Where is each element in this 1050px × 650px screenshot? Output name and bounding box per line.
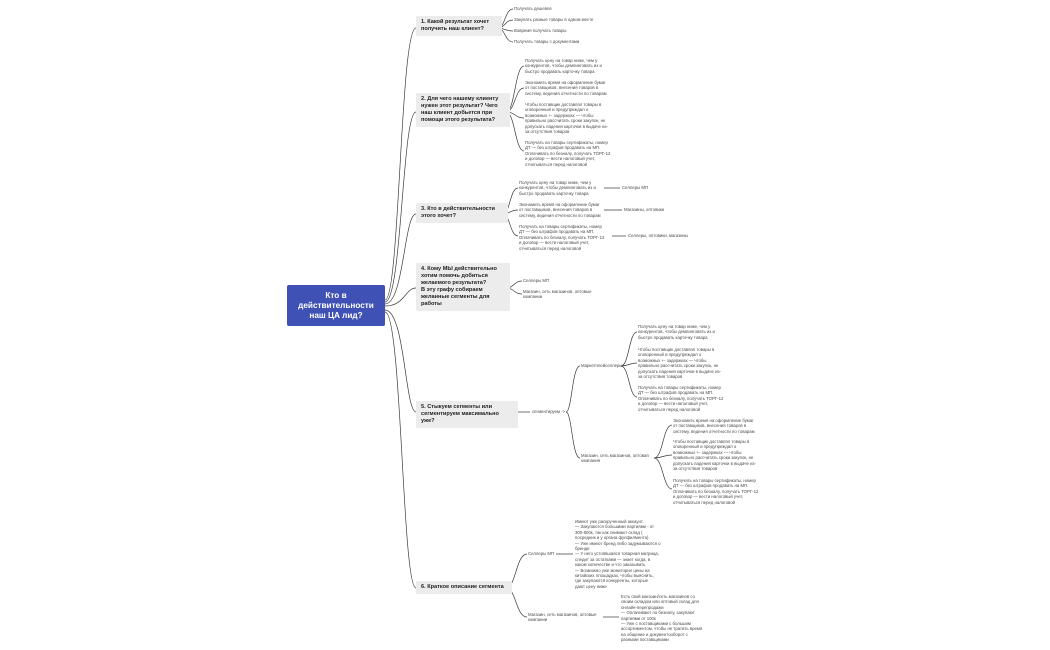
s5-g1-item-3[interactable]: Получать на товары сертификаты, номер ДТ… <box>638 385 724 412</box>
s6-group-1[interactable]: Селлеры МП <box>528 551 555 556</box>
s3-item-2[interactable]: Экономить время на оформление бумаг от п… <box>519 202 601 218</box>
s3-item-1-who[interactable]: Селлеры МП <box>622 185 649 190</box>
s5-g2-item-3[interactable]: Получать на товары сертификаты, номер ДТ… <box>673 478 759 505</box>
s1-item-1[interactable]: Получать дешевле <box>514 6 552 11</box>
s3-item-1[interactable]: Получать цену на товар ниже, чем у конку… <box>519 180 596 196</box>
s6-g2-text[interactable]: Есть свой магазин/сеть магазинов со свои… <box>621 594 703 643</box>
s1-item-4[interactable]: Получать товары с документами <box>514 39 580 44</box>
s3-item-3[interactable]: Получать на товары сертификаты, номер ДТ… <box>519 224 605 251</box>
section-3-topic[interactable]: 3. Кто в действительности этого хочет? <box>416 203 508 223</box>
section-4-topic[interactable]: 4. Кому МЫ действительно хотим помочь до… <box>416 263 510 311</box>
root-title: Кто в действительности наш ЦА лид? <box>298 290 374 320</box>
s5-g2-item-1[interactable]: Экономить время на оформление бумаг от п… <box>673 418 755 434</box>
connector-root-s5 <box>384 309 417 413</box>
connector-root-s3 <box>384 213 417 305</box>
section-1-topic[interactable]: 1. Какой результат хочет получить наш кл… <box>416 16 502 36</box>
s5-group-2[interactable]: Магазин, сеть магазинов, оптовая компани… <box>581 453 649 464</box>
s5-g2-item-2[interactable]: Чтобы поставщик доставлял товары в огово… <box>673 439 756 472</box>
root-topic[interactable]: Кто в действительности наш ЦА лид? <box>287 285 385 326</box>
s3-item-2-who[interactable]: Магазины, оптовики <box>624 207 665 212</box>
s5-segment-label[interactable]: сегментируем -> <box>532 409 566 414</box>
s5-g1-item-2[interactable]: Чтобы поставщик доставлял товары в огово… <box>638 347 721 380</box>
section-6-topic[interactable]: 6. Краткое описание сегмента <box>416 581 512 594</box>
s2-item-2[interactable]: Экономить время на оформление бумаг от п… <box>525 80 607 96</box>
s2-item-3[interactable]: Чтобы поставщик доставлял товары в огово… <box>525 102 608 135</box>
s6-g1-text[interactable]: Имеют уже раскрученный аккаунт. — Закупа… <box>575 519 661 589</box>
s2-item-1[interactable]: Получать цену на товар ниже, чем у конку… <box>525 58 602 74</box>
s4-item-1[interactable]: Селлеры МП <box>523 278 550 283</box>
connector-root-s1 <box>384 27 417 301</box>
s1-item-3[interactable]: Вовремя получать товары <box>514 28 567 33</box>
section-5-topic[interactable]: 5. Стыкуем сегменты или сегментируем мак… <box>416 401 518 428</box>
connector-root-s2 <box>384 111 417 303</box>
connector-root-s4 <box>384 287 417 307</box>
connector-root-s6 <box>384 311 417 589</box>
s3-item-3-who[interactable]: Селлеры, оптовики, магазины <box>628 233 688 238</box>
s1-item-2[interactable]: Закупать разные товары в одном месте <box>514 17 594 22</box>
s4-item-2[interactable]: Магазин, сеть магазинов, оптовые компани… <box>523 289 592 300</box>
s2-item-4[interactable]: Получать на товары сертификаты, номер ДТ… <box>525 140 611 167</box>
s5-group-1[interactable]: Маркетплейселлеры <box>581 363 623 368</box>
s5-g1-item-1[interactable]: Получать цену на товар ниже, чем у конку… <box>638 324 715 340</box>
section-2-topic[interactable]: 2. Для чего нашему клиенту нужен этот ре… <box>416 93 510 127</box>
s6-group-2[interactable]: Магазин, сеть магазинов, оптовые компани… <box>528 612 597 623</box>
